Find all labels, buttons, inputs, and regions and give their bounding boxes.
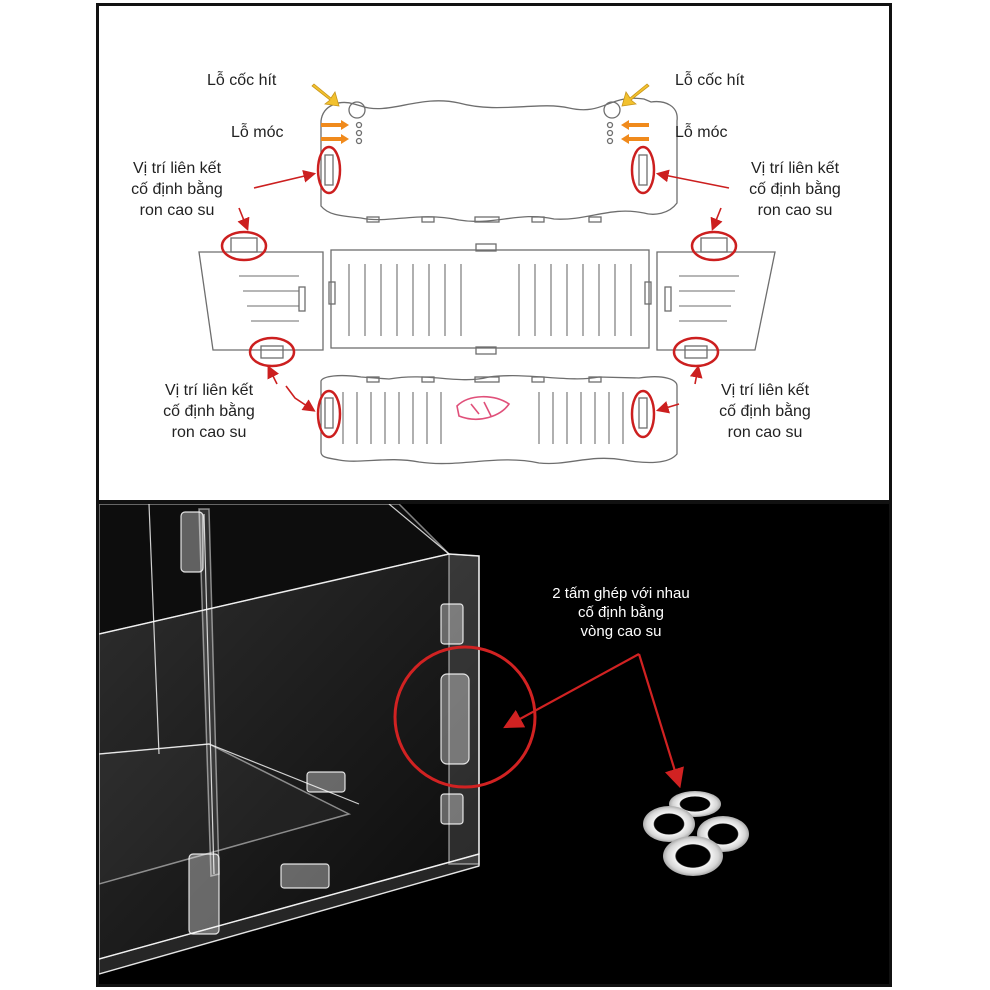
panel-divider xyxy=(99,500,889,504)
hook-hole-label-right: Lỗ móc xyxy=(675,124,728,141)
cut-layout-diagram: Lỗ cốc hít Lỗ cốc hít Lỗ móc Lỗ móc Vị t… xyxy=(99,6,889,500)
top-panel-outline xyxy=(320,97,678,223)
label-line: cố định bằng xyxy=(749,181,841,198)
label-line: ron cao su xyxy=(171,424,247,441)
rubber-joint-label-top-right: Vị trí liên kết cố định bằng ron cao su xyxy=(725,158,865,221)
right-side-panel-outline xyxy=(656,251,776,351)
suction-hole-arrows xyxy=(311,83,650,107)
label-line: cố định bằng xyxy=(131,181,223,198)
caption-arrows xyxy=(503,653,684,789)
label-line: Vị trí liên kết xyxy=(164,382,254,399)
label-line: Vị trí liên kết xyxy=(750,160,840,177)
diagram-drawing xyxy=(198,83,776,465)
photo-caption: 2 tấm ghép với nhau cố định bằng vòng ca… xyxy=(531,584,711,641)
acrylic-box-illustration xyxy=(99,504,749,975)
rubber-joint-label-bottom-right: Vị trí liên kết cố định bằng ron cao su xyxy=(695,380,835,443)
caption-line: cố định bằng xyxy=(578,604,664,621)
rubber-rings xyxy=(643,791,749,876)
bottom-panel-outline xyxy=(320,374,678,465)
label-line: cố định bằng xyxy=(719,403,811,420)
hook-hole-arrows xyxy=(321,120,649,144)
rubber-joint-leaders xyxy=(237,169,730,414)
hook-hole-label-left: Lỗ móc xyxy=(231,124,284,141)
acrylic-panels xyxy=(99,504,480,975)
label-line: Vị trí liên kết xyxy=(132,160,222,177)
label-line: Vị trí liên kết xyxy=(720,382,810,399)
suction-hole-label-left: Lỗ cốc hít xyxy=(207,72,277,89)
joint-callout-circle xyxy=(393,645,537,789)
suction-hole-label-right: Lỗ cốc hít xyxy=(675,72,745,89)
rubber-joint-label-bottom-left: Vị trí liên kết cố định bằng ron cao su xyxy=(139,380,279,443)
caption-line: 2 tấm ghép với nhau xyxy=(552,585,690,602)
rubber-joint-label-top-left: Vị trí liên kết cố định bằng ron cao su xyxy=(107,158,247,221)
caption-line: vòng cao su xyxy=(580,623,662,640)
logo-mark xyxy=(456,395,511,420)
rubber-joint-callouts xyxy=(220,145,738,439)
label-line: ron cao su xyxy=(757,202,833,219)
label-line: ron cao su xyxy=(727,424,803,441)
label-line: ron cao su xyxy=(139,202,215,219)
front-panel-outline xyxy=(330,249,650,349)
product-photo: 2 tấm ghép với nhau cố định bằng vòng ca… xyxy=(99,504,889,984)
image-frame: Lỗ cốc hít Lỗ cốc hít Lỗ móc Lỗ móc Vị t… xyxy=(96,3,892,987)
left-side-panel-outline xyxy=(198,251,324,351)
label-line: cố định bằng xyxy=(163,403,255,420)
